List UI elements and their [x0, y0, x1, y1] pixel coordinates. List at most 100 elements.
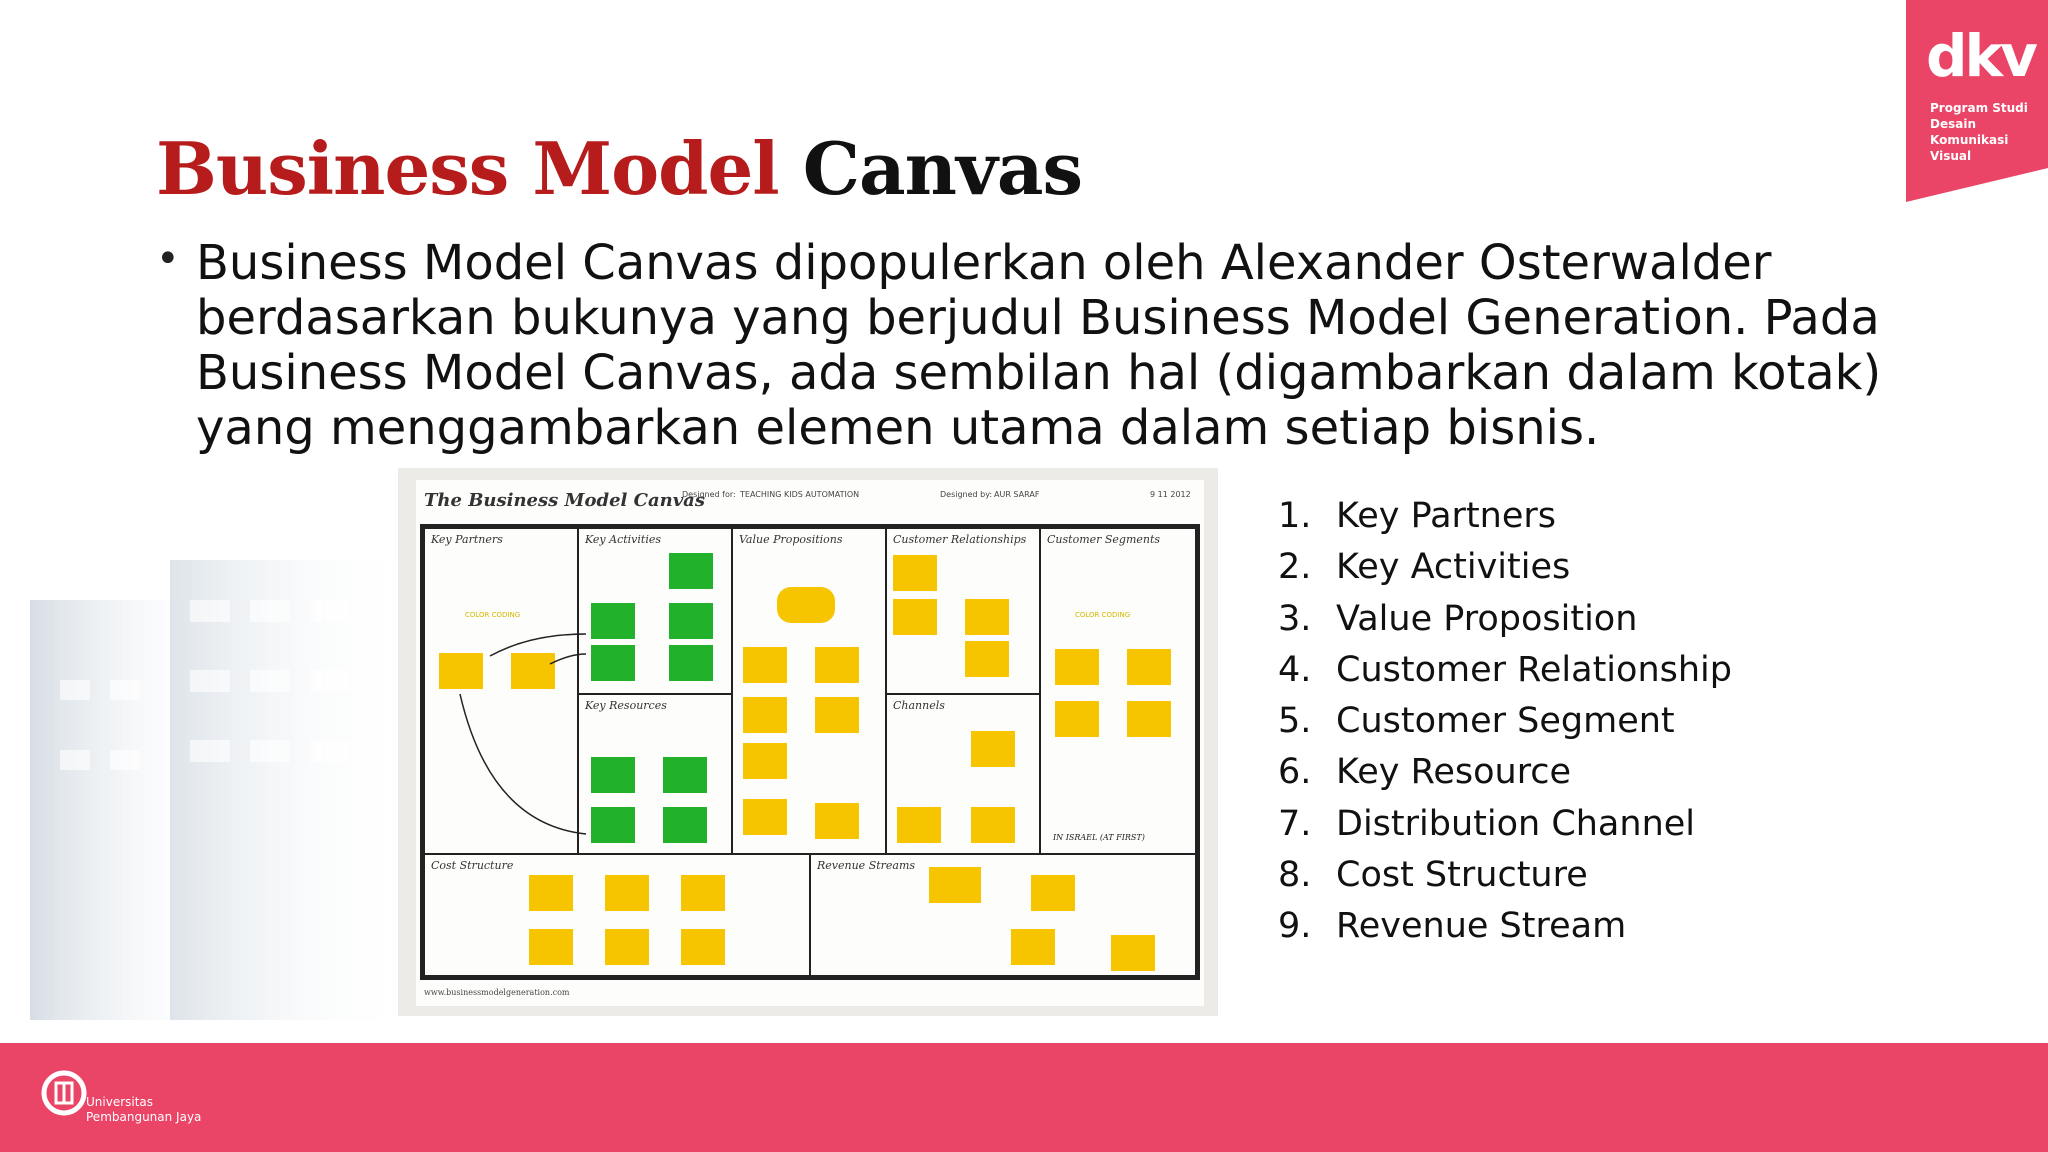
cell-title: Value Propositions: [739, 533, 843, 546]
logo-line: Komunikasi: [1930, 133, 2009, 147]
designed-for-label: Designed for:: [682, 490, 736, 499]
canvas-grid: Key Partners COLOR CODING Key Activities…: [420, 524, 1200, 980]
date-value: 9 11 2012: [1150, 490, 1191, 499]
university-name: Universitas Pembangunan Jaya: [86, 1095, 201, 1125]
sticky-note: [1011, 929, 1055, 965]
cell-title: Revenue Streams: [817, 859, 916, 872]
cell-cost-structure: Cost Structure: [423, 853, 811, 977]
sticky-note: [1111, 935, 1155, 971]
cell-title: Key Resources: [585, 699, 667, 712]
footer-bar: Universitas Pembangunan Jaya: [0, 1043, 2048, 1152]
sticky-note: [591, 603, 635, 639]
sticky-note: [669, 645, 713, 681]
sticky-note: [929, 867, 981, 903]
sticky-note: [591, 757, 635, 793]
list-item-label: Cost Structure: [1336, 855, 1588, 896]
university-line: Universitas: [86, 1095, 154, 1109]
list-item-label: Value Proposition: [1336, 598, 1638, 639]
university-line: Pembangunan Jaya: [86, 1110, 202, 1124]
segment-note: IN ISRAEL (AT FIRST): [1053, 833, 1145, 842]
logo-mark: dkv: [1926, 22, 2038, 90]
sticky-note: [965, 599, 1009, 635]
logo-subtitle: Program Studi Desain Komunikasi Visual: [1930, 100, 2040, 164]
list-item-number: 6.: [1278, 752, 1312, 793]
cell-title: Customer Segments: [1047, 533, 1161, 546]
sticky-note: [893, 599, 937, 635]
cell-title: Customer Relationships: [893, 533, 1027, 546]
sticky-note: [971, 807, 1015, 843]
sticky-note: [815, 697, 859, 733]
title-part-red: Business Model: [156, 126, 780, 211]
canvas-header: The Business Model Canvas Designed for: …: [420, 484, 1200, 520]
sticky-note: [511, 653, 555, 689]
logo-line: Visual: [1930, 149, 1972, 163]
canvas-title: The Business Model Canvas: [424, 490, 705, 511]
business-model-canvas-image: The Business Model Canvas Designed for: …: [398, 468, 1218, 1016]
list-item-number: 9.: [1278, 906, 1312, 947]
list-item-number: 4.: [1278, 649, 1312, 690]
list-item-number: 5.: [1278, 701, 1312, 742]
sticky-note: [1031, 875, 1075, 911]
sticky-note: [971, 731, 1015, 767]
cell-customer-segments: Customer Segments COLOR CODING IN ISRAEL…: [1039, 527, 1197, 855]
canvas-footer-url: www.businessmodelgeneration.com: [424, 988, 570, 997]
sticky-note: [1127, 701, 1171, 737]
color-coding-label: COLOR CODING: [465, 611, 521, 619]
list-item-number: 8.: [1278, 855, 1312, 896]
sticky-note: [669, 553, 713, 589]
bullet-text: Business Model Canvas dipopulerkan oleh …: [196, 235, 1882, 456]
university-logo-icon: [41, 1070, 87, 1116]
sticky-note: [815, 803, 859, 839]
sticky-note: [777, 587, 835, 623]
list-item-number: 2.: [1278, 547, 1312, 588]
cell-title: Channels: [893, 699, 945, 712]
cell-key-partners: Key Partners COLOR CODING: [423, 527, 579, 855]
list-item-label: Distribution Channel: [1336, 803, 1696, 844]
color-coding-label: COLOR CODING: [1075, 611, 1131, 619]
sticky-note: [529, 929, 573, 965]
cell-title: Cost Structure: [431, 859, 514, 872]
sticky-note: [681, 875, 725, 911]
cell-revenue-streams: Revenue Streams: [809, 853, 1197, 977]
logo-line: Program Studi: [1930, 101, 2028, 115]
cell-title: Key Partners: [431, 533, 503, 546]
logo-line: Desain: [1930, 117, 1976, 131]
list-item-label: Customer Segment: [1336, 701, 1675, 742]
logo-background-shape: [1906, 0, 2048, 202]
sticky-note: [591, 645, 635, 681]
sticky-note: [439, 653, 483, 689]
sticky-note: [591, 807, 635, 843]
sticky-note: [605, 929, 649, 965]
cell-customer-relationships: Customer Relationships: [885, 527, 1041, 695]
sticky-note: [663, 757, 707, 793]
cell-title: Key Activities: [585, 533, 662, 546]
sticky-note: [1055, 649, 1099, 685]
sticky-note: [897, 807, 941, 843]
title-part-dark: Canvas: [802, 126, 1083, 211]
sticky-note: [815, 647, 859, 683]
sticky-note: [663, 807, 707, 843]
sticky-note: [1055, 701, 1099, 737]
sticky-note: [743, 799, 787, 835]
sticky-note: [743, 647, 787, 683]
designed-for-value: TEACHING KIDS AUTOMATION: [740, 490, 860, 499]
designed-by-value: AUR SARAF: [994, 490, 1040, 499]
list-item-label: Key Partners: [1336, 496, 1557, 536]
cell-key-resources: Key Resources: [577, 693, 733, 855]
canvas-sheet: The Business Model Canvas Designed for: …: [416, 480, 1204, 1006]
bullet-dot-icon: •: [156, 236, 180, 282]
sticky-note: [681, 929, 725, 965]
list-item-number: 3.: [1278, 598, 1312, 639]
cell-channels: Channels: [885, 693, 1041, 855]
slide-title: Business Model Canvas: [156, 126, 1083, 211]
sticky-note: [893, 555, 937, 591]
list-item-label: Key Resource: [1336, 752, 1572, 793]
cell-value-propositions: Value Propositions: [731, 527, 887, 855]
list-item-label: Key Activities: [1336, 547, 1571, 588]
dkv-logo: dkv Program Studi Desain Komunikasi Visu…: [1906, 0, 2048, 202]
list-item-label: Customer Relationship: [1336, 649, 1732, 690]
list-item-label: Revenue Stream: [1336, 906, 1627, 947]
sticky-note: [743, 743, 787, 779]
sticky-note: [669, 603, 713, 639]
sticky-note: [605, 875, 649, 911]
